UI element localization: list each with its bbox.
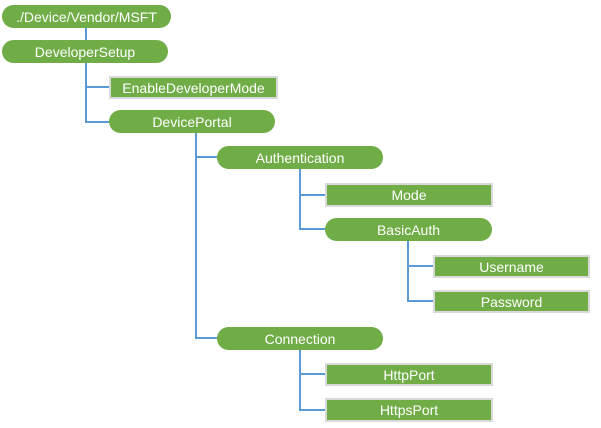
connector-branch-connection bbox=[196, 337, 217, 339]
connector-trunk-deviceportal bbox=[195, 133, 197, 339]
connector-branch-deviceportal bbox=[86, 121, 109, 123]
connector-branch-password bbox=[408, 300, 433, 302]
connector-trunk-developersetup bbox=[85, 63, 87, 123]
connector-branch-enabledevelopermode bbox=[86, 86, 109, 88]
node-developersetup: DeveloperSetup bbox=[2, 40, 168, 63]
node-device-vendor-msft: ./Device/Vendor/MSFT bbox=[2, 5, 171, 28]
connector-trunk-connection bbox=[299, 349, 301, 411]
node-httpport: HttpPort bbox=[325, 363, 493, 386]
node-authentication: Authentication bbox=[217, 146, 383, 169]
connector-trunk-basicauth bbox=[407, 241, 409, 302]
connector-branch-httpsport bbox=[300, 409, 325, 411]
connector-branch-username bbox=[408, 265, 433, 267]
connector-branch-authentication bbox=[196, 156, 217, 158]
node-mode: Mode bbox=[325, 183, 493, 207]
connector-branch-basicauth bbox=[300, 228, 325, 230]
connector-branch-mode bbox=[300, 194, 325, 196]
node-httpsport: HttpsPort bbox=[325, 398, 493, 422]
node-username: Username bbox=[433, 255, 590, 278]
node-password: Password bbox=[433, 290, 590, 313]
node-connection: Connection bbox=[217, 327, 383, 350]
node-basicauth: BasicAuth bbox=[325, 218, 492, 241]
connector-root-to-developersetup bbox=[85, 28, 87, 40]
connector-trunk-authentication bbox=[299, 169, 301, 230]
node-deviceportal: DevicePortal bbox=[109, 110, 275, 133]
node-enabledevelopermode: EnableDeveloperMode bbox=[109, 76, 278, 99]
connector-branch-httpport bbox=[300, 373, 325, 375]
